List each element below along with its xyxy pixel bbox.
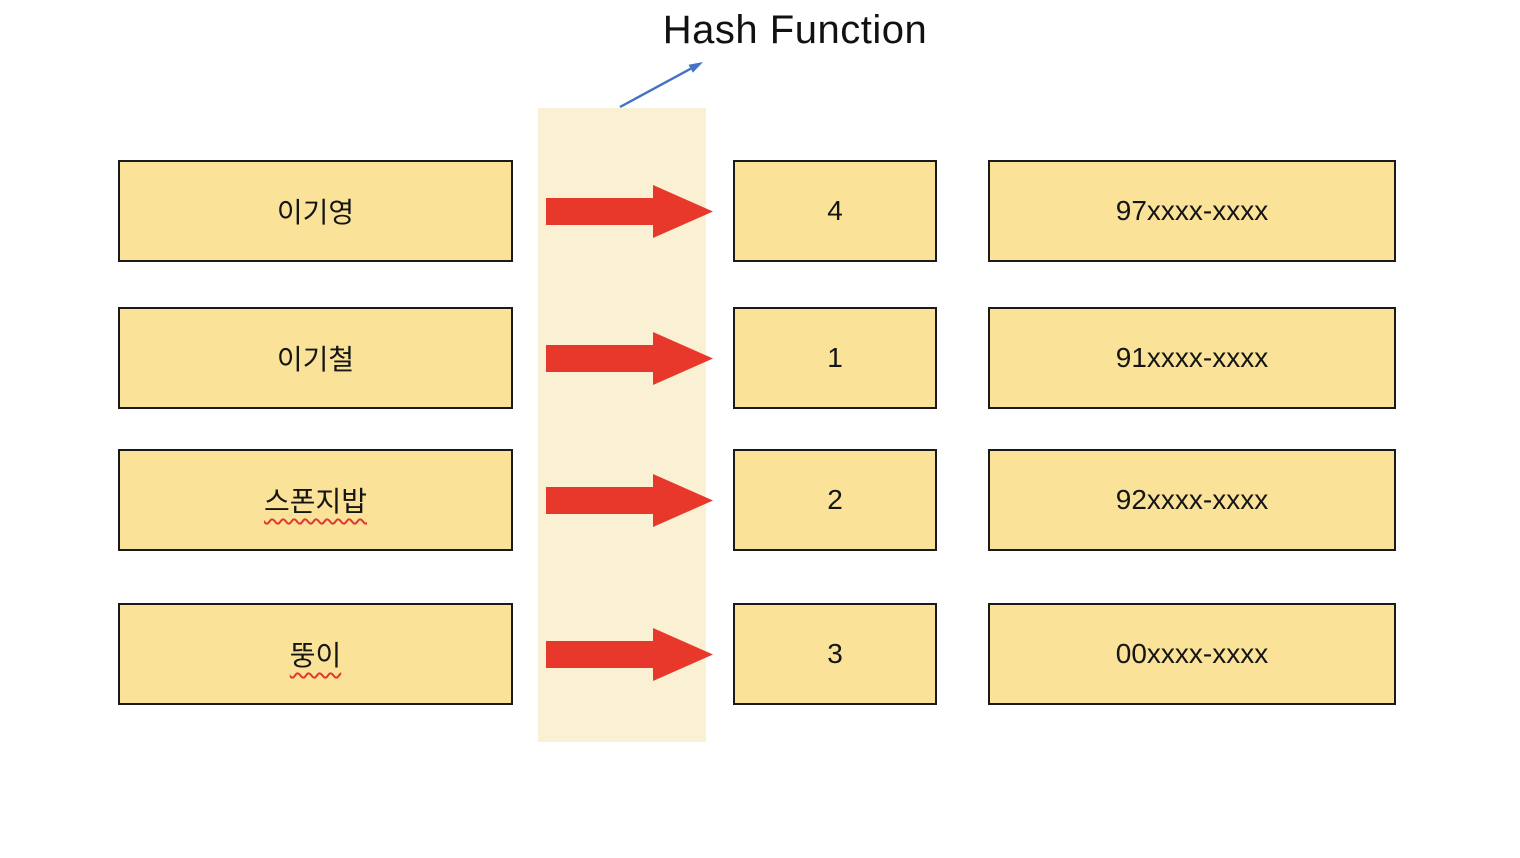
hash-function-pointer-arrow <box>619 62 703 109</box>
key-label: 이기영 <box>276 197 355 228</box>
hash-index-box: 1 <box>733 307 937 409</box>
hash-index-box: 2 <box>733 449 937 551</box>
diagram-title: Hash Function <box>662 8 928 52</box>
red-arrow-icon <box>546 628 713 681</box>
mapping-row: 이기영 4 97xxxx-xxxx <box>0 160 1520 262</box>
key-label: 스폰지밥 <box>263 486 368 517</box>
value-label: 00xxxx-xxxx <box>1115 638 1269 669</box>
value-box: 92xxxx-xxxx <box>988 449 1396 551</box>
key-box: 이기영 <box>118 160 513 262</box>
red-arrow-icon <box>546 185 713 238</box>
value-box: 91xxxx-xxxx <box>988 307 1396 409</box>
value-box: 97xxxx-xxxx <box>988 160 1396 262</box>
red-arrow-icon <box>546 332 713 385</box>
value-box: 00xxxx-xxxx <box>988 603 1396 705</box>
hash-index-box: 4 <box>733 160 937 262</box>
key-box: 뚱이 <box>118 603 513 705</box>
value-label: 97xxxx-xxxx <box>1115 195 1269 226</box>
red-arrow-icon <box>546 474 713 527</box>
mapping-row: 뚱이 3 00xxxx-xxxx <box>0 603 1520 705</box>
value-label: 91xxxx-xxxx <box>1115 342 1269 373</box>
key-label: 이기철 <box>276 344 355 375</box>
mapping-row: 이기철 1 91xxxx-xxxx <box>0 307 1520 409</box>
hash-index-label: 4 <box>827 195 843 226</box>
hash-index-label: 3 <box>827 638 843 669</box>
key-box: 이기철 <box>118 307 513 409</box>
mapping-row: 스폰지밥 2 92xxxx-xxxx <box>0 449 1520 551</box>
key-box: 스폰지밥 <box>118 449 513 551</box>
key-label: 뚱이 <box>289 640 342 671</box>
hash-index-label: 1 <box>827 342 843 373</box>
hash-index-box: 3 <box>733 603 937 705</box>
value-label: 92xxxx-xxxx <box>1115 484 1269 515</box>
hash-index-label: 2 <box>827 484 843 515</box>
